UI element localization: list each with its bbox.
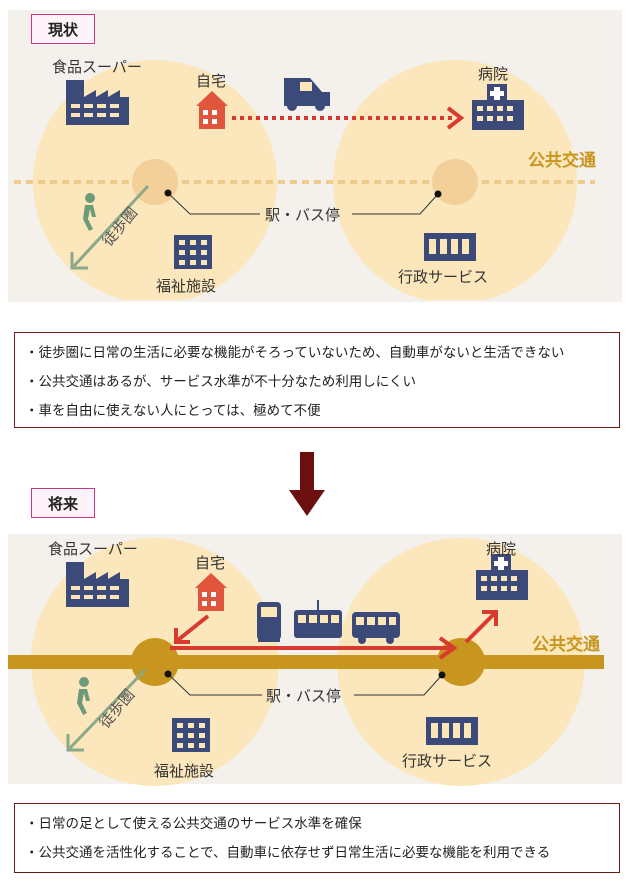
hospital-arrow — [464, 612, 496, 644]
walk-arrow — [68, 668, 147, 750]
transit-route-arrowhead — [438, 636, 458, 660]
station-dot-left — [164, 189, 172, 197]
hub-left — [132, 159, 178, 205]
hub-right — [432, 159, 478, 205]
current-tag: 現状 — [31, 14, 95, 44]
hospital-label: 病院 — [478, 65, 509, 83]
admin-icon — [424, 233, 476, 261]
future-panel: 将来 食品スーパー 自宅 病院 公共交通 駅・バス停 徒歩圏 福祉施設 行政サー… — [0, 482, 630, 792]
current-note-1: ・徒歩圏に日常の生活に必要な機能がそろっていないため、自動車がないと生活できない — [25, 345, 565, 361]
current-notes: ・徒歩圏に日常の生活に必要な機能がそろっていないため、自動車がないと生活できない… — [14, 332, 620, 428]
admin-label: 行政サービス — [402, 752, 493, 770]
supermarket-label: 食品スーパー — [52, 58, 142, 76]
future-note-2: ・公共交通を活性化することで、自動車に依存せず日常生活に必要な機能を利用できる — [25, 845, 551, 861]
transport-band — [8, 655, 604, 669]
station-leader-left — [167, 673, 262, 696]
car-route-arrowhead — [446, 106, 465, 130]
supermarket-icon — [66, 80, 129, 125]
admin-label: 行政サービス — [398, 268, 489, 286]
station-leader-right — [352, 193, 439, 215]
supermarket-label: 食品スーパー — [48, 540, 138, 558]
station-label: 駅・バス停 — [265, 206, 341, 224]
walk-arrow — [72, 184, 150, 268]
train-icon — [257, 602, 281, 642]
transition-arrow-icon — [289, 452, 325, 516]
home-label: 自宅 — [196, 72, 227, 90]
station-dot-right — [434, 190, 442, 198]
home-label: 自宅 — [195, 554, 226, 572]
hospital-icon — [472, 84, 524, 130]
future-scene — [8, 538, 604, 786]
hospital-label: 病院 — [486, 540, 517, 558]
home-arrow — [176, 614, 210, 642]
hospital-arrowhead — [482, 610, 498, 626]
car-icon — [284, 78, 330, 111]
current-note-3: ・車を自由に使えない人にとっては、極めて不便 — [25, 403, 321, 419]
future-tag: 将来 — [31, 488, 95, 518]
tram-icon — [294, 600, 342, 638]
welfare-label: 福祉施設 — [156, 277, 217, 295]
station-leader-left — [167, 192, 260, 215]
welfare-icon — [172, 718, 210, 752]
public-transport-label: 公共交通 — [528, 151, 596, 171]
bus-icon — [352, 612, 400, 644]
walk-arrowhead — [66, 734, 84, 752]
admin-icon — [426, 717, 478, 745]
station-dot-right — [438, 671, 446, 679]
public-transport-label: 公共交通 — [532, 635, 600, 655]
home-icon — [196, 91, 228, 129]
welfare-icon — [174, 235, 212, 269]
welfare-label: 福祉施設 — [154, 762, 215, 780]
current-scene — [14, 60, 595, 300]
walker-icon — [83, 193, 96, 231]
station-label: 駅・バス停 — [266, 687, 342, 705]
supermarket-icon — [66, 562, 129, 607]
walker-icon — [77, 677, 90, 715]
walk-arrowhead — [70, 252, 88, 270]
current-note-2: ・公共交通はあるが、サービス水準が不十分なため利用しにくい — [25, 374, 416, 390]
current-panel: 現状 食品スーパー 自宅 病院 公共交通 駅・バス停 徒歩圏 福祉施設 行政サー… — [0, 0, 630, 302]
future-notes: ・日常の足として使える公共交通のサービス水準を確保 ・公共交通を活性化することで… — [14, 803, 620, 873]
hospital-icon — [476, 554, 528, 600]
future-note-1: ・日常の足として使える公共交通のサービス水準を確保 — [25, 816, 362, 832]
station-leader-right — [354, 674, 443, 696]
home-icon — [195, 573, 227, 611]
home-arrowhead — [174, 628, 190, 644]
hub-right — [437, 638, 485, 686]
station-dot-left — [164, 670, 172, 678]
